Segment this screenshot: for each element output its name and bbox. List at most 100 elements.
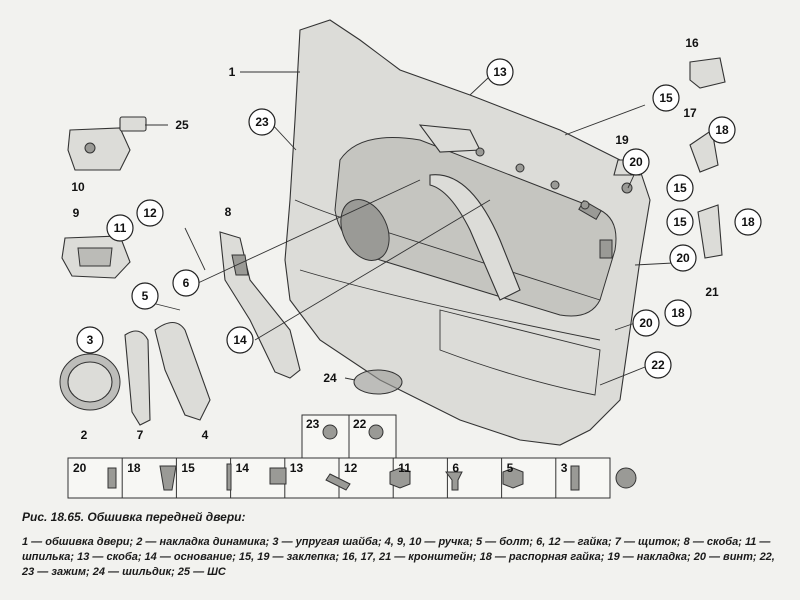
callout-number: 16 [685,36,699,50]
callout-circle [666,208,694,236]
door-trim-panel [284,19,651,446]
callout-number: 6 [183,276,190,290]
bracket-16 [689,57,726,89]
fastener-icons [107,424,637,491]
callout-number: 20 [676,251,690,265]
table-cell-label: 11 [398,461,411,475]
callout-number: 9 [73,206,80,220]
callout-number: 18 [715,123,729,137]
callout-25: 25 [175,118,189,132]
callout-circle [226,326,254,354]
callout-circle [669,244,697,272]
callout-circle [708,116,736,144]
callout-number: 15 [659,91,673,105]
callout-number: 15 [673,181,687,195]
callout-circle [486,58,514,86]
bracket-8-base-14 [219,231,301,379]
shield-7 [124,330,151,426]
callout-1: 1 [229,65,236,79]
nameplate-24 [353,369,403,395]
callout-17: 17 [683,106,697,120]
callout-circle [106,214,134,242]
callout-number: 18 [741,215,755,229]
callout-number: 4 [202,428,209,442]
table-cell-label: 13 [290,461,304,475]
callout-number: 25 [175,118,189,132]
callout-number: 1 [229,65,236,79]
callout-12: 12 [136,199,164,227]
callout-number: 5 [142,289,149,303]
callout-number: 18 [671,306,685,320]
callout-number: 19 [615,133,629,147]
callout-18: 18 [734,208,762,236]
callout-9: 9 [73,206,80,220]
table-cell-label: 6 [452,461,459,475]
callout-circle [136,199,164,227]
callout-20: 20 [632,309,660,337]
callout-20: 20 [622,148,650,176]
callout-circle [664,299,692,327]
callouts: 1234567891011121314151515161718181819202… [71,36,762,442]
callout-number: 7 [137,428,144,442]
callout-number: 17 [683,106,697,120]
handle-10 [67,116,147,171]
callout-14: 14 [226,326,254,354]
callout-circle [652,84,680,112]
table-cell-label: 20 [73,461,87,475]
callout-number: 20 [639,316,653,330]
callout-number: 8 [225,205,232,219]
callout-number: 15 [673,215,687,229]
callout-number: 3 [87,333,94,347]
callout-circle [76,326,104,354]
callout-19: 19 [615,133,629,147]
callout-13: 13 [486,58,514,86]
callout-number: 21 [705,285,719,299]
callout-circle [666,174,694,202]
callout-number: 13 [493,65,507,79]
table-cell-label: 15 [181,461,195,475]
table-cell-label: 12 [344,461,358,475]
caption-legend: 1 — обшивка двери; 2 — накладка динамика… [22,536,775,578]
callout-16: 16 [685,36,699,50]
callout-15: 15 [666,208,694,236]
callout-7: 7 [137,428,144,442]
callout-4: 4 [202,428,209,442]
callout-number: 12 [143,206,157,220]
callout-number: 11 [114,221,127,235]
callout-23: 23 [248,108,276,136]
callout-24: 24 [323,371,337,385]
table-cell-label: 5 [507,461,514,475]
callout-circle [622,148,650,176]
callout-number: 2 [81,428,88,442]
table-cell-label: 14 [236,461,250,475]
callout-18: 18 [708,116,736,144]
callout-number: 20 [629,155,643,169]
callout-6: 6 [172,269,200,297]
callout-circle [632,309,660,337]
callout-circle [734,208,762,236]
callout-circle [644,351,672,379]
callout-11: 11 [106,214,134,242]
callout-number: 24 [323,371,337,385]
callout-number: 23 [255,115,269,129]
callout-number: 14 [233,333,247,347]
callout-15: 15 [666,174,694,202]
callout-22: 22 [644,351,672,379]
bracket-17 [689,129,719,173]
callout-2: 2 [81,428,88,442]
handle-9 [61,235,131,279]
callout-5: 5 [131,282,159,310]
leader-lines [139,71,693,386]
callout-20: 20 [669,244,697,272]
callout-21: 21 [705,285,719,299]
callout-number: 22 [651,358,665,372]
callout-number: 10 [71,180,85,194]
bracket-21 [697,204,723,259]
callout-8: 8 [225,205,232,219]
callout-circle [172,269,200,297]
handle-4 [154,321,211,421]
callout-18: 18 [664,299,692,327]
figure-caption: Рис. 18.65. Обшивка передней двери: 1 — … [22,510,782,580]
